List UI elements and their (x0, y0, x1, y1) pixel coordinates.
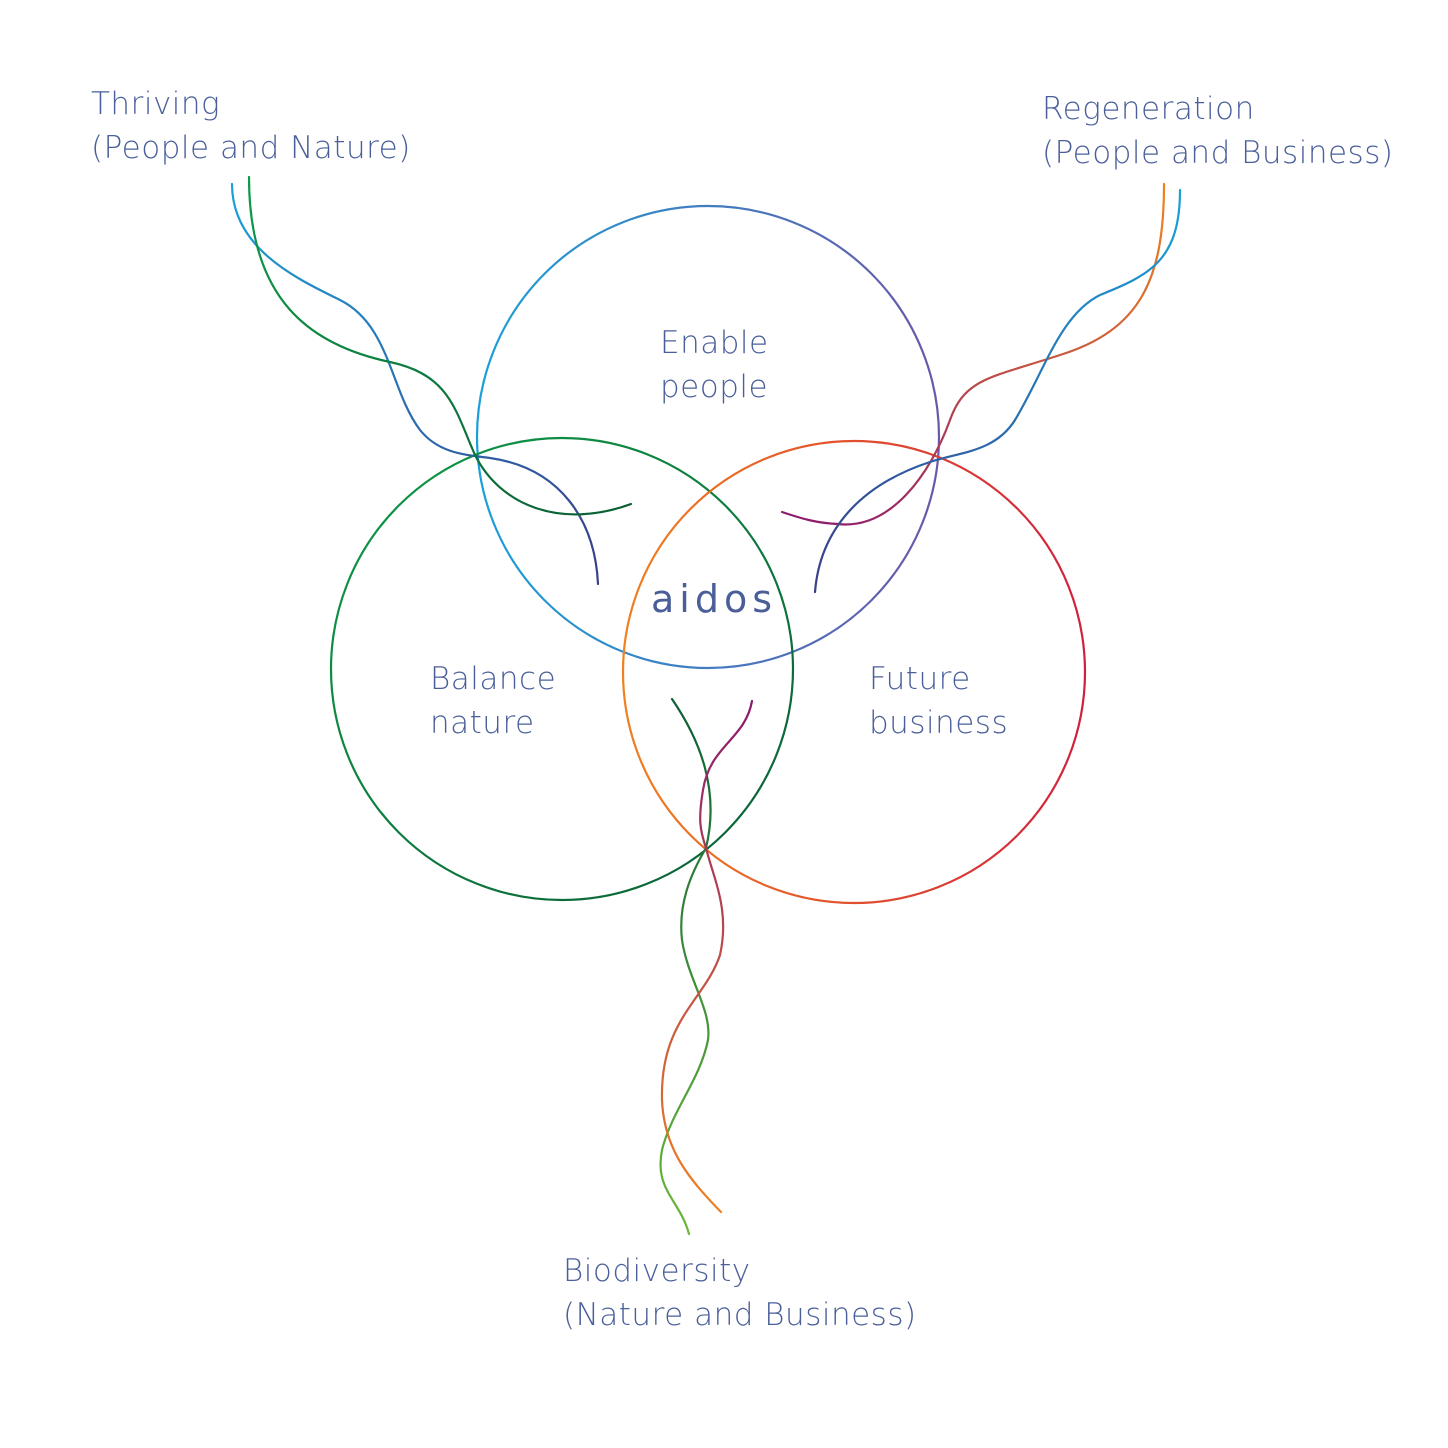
future-business-line-2: business (869, 705, 1009, 741)
regeneration-subtitle: (People and Business) (1042, 135, 1394, 171)
thriving-strand-a (230, 182, 600, 586)
thriving-strand-b (247, 175, 633, 516)
regeneration-label: Regeneration (People and Business) (1042, 87, 1393, 175)
enable-people-label: Enable people (660, 321, 769, 409)
biodiversity-label: Biodiversity (Nature and Business) (563, 1249, 917, 1337)
biodiversity-strand-b (660, 699, 754, 1214)
enable-people-line-2: people (660, 369, 769, 405)
regeneration-title: Regeneration (1042, 91, 1255, 127)
future-business-line-1: Future (869, 661, 971, 697)
enable-people-line-1: Enable (660, 325, 769, 361)
center-aidos-label: aidos (651, 577, 778, 621)
thriving-title: Thriving (91, 86, 221, 122)
biodiversity-title: Biodiversity (563, 1253, 751, 1289)
circle-people (475, 204, 941, 670)
balance-nature-line-1: Balance (430, 661, 557, 697)
circle-nature (329, 436, 795, 902)
thriving-label: Thriving (People and Nature) (91, 82, 411, 170)
balance-nature-line-2: nature (430, 705, 535, 741)
circle-business (621, 439, 1087, 905)
balance-nature-label: Balance nature (430, 657, 556, 745)
future-business-label: Future business (869, 657, 1008, 745)
biodiversity-strand-a (659, 697, 712, 1236)
biodiversity-subtitle: (Nature and Business) (563, 1297, 917, 1333)
regeneration-strand-b (813, 188, 1182, 594)
thriving-subtitle: (People and Nature) (91, 130, 411, 166)
